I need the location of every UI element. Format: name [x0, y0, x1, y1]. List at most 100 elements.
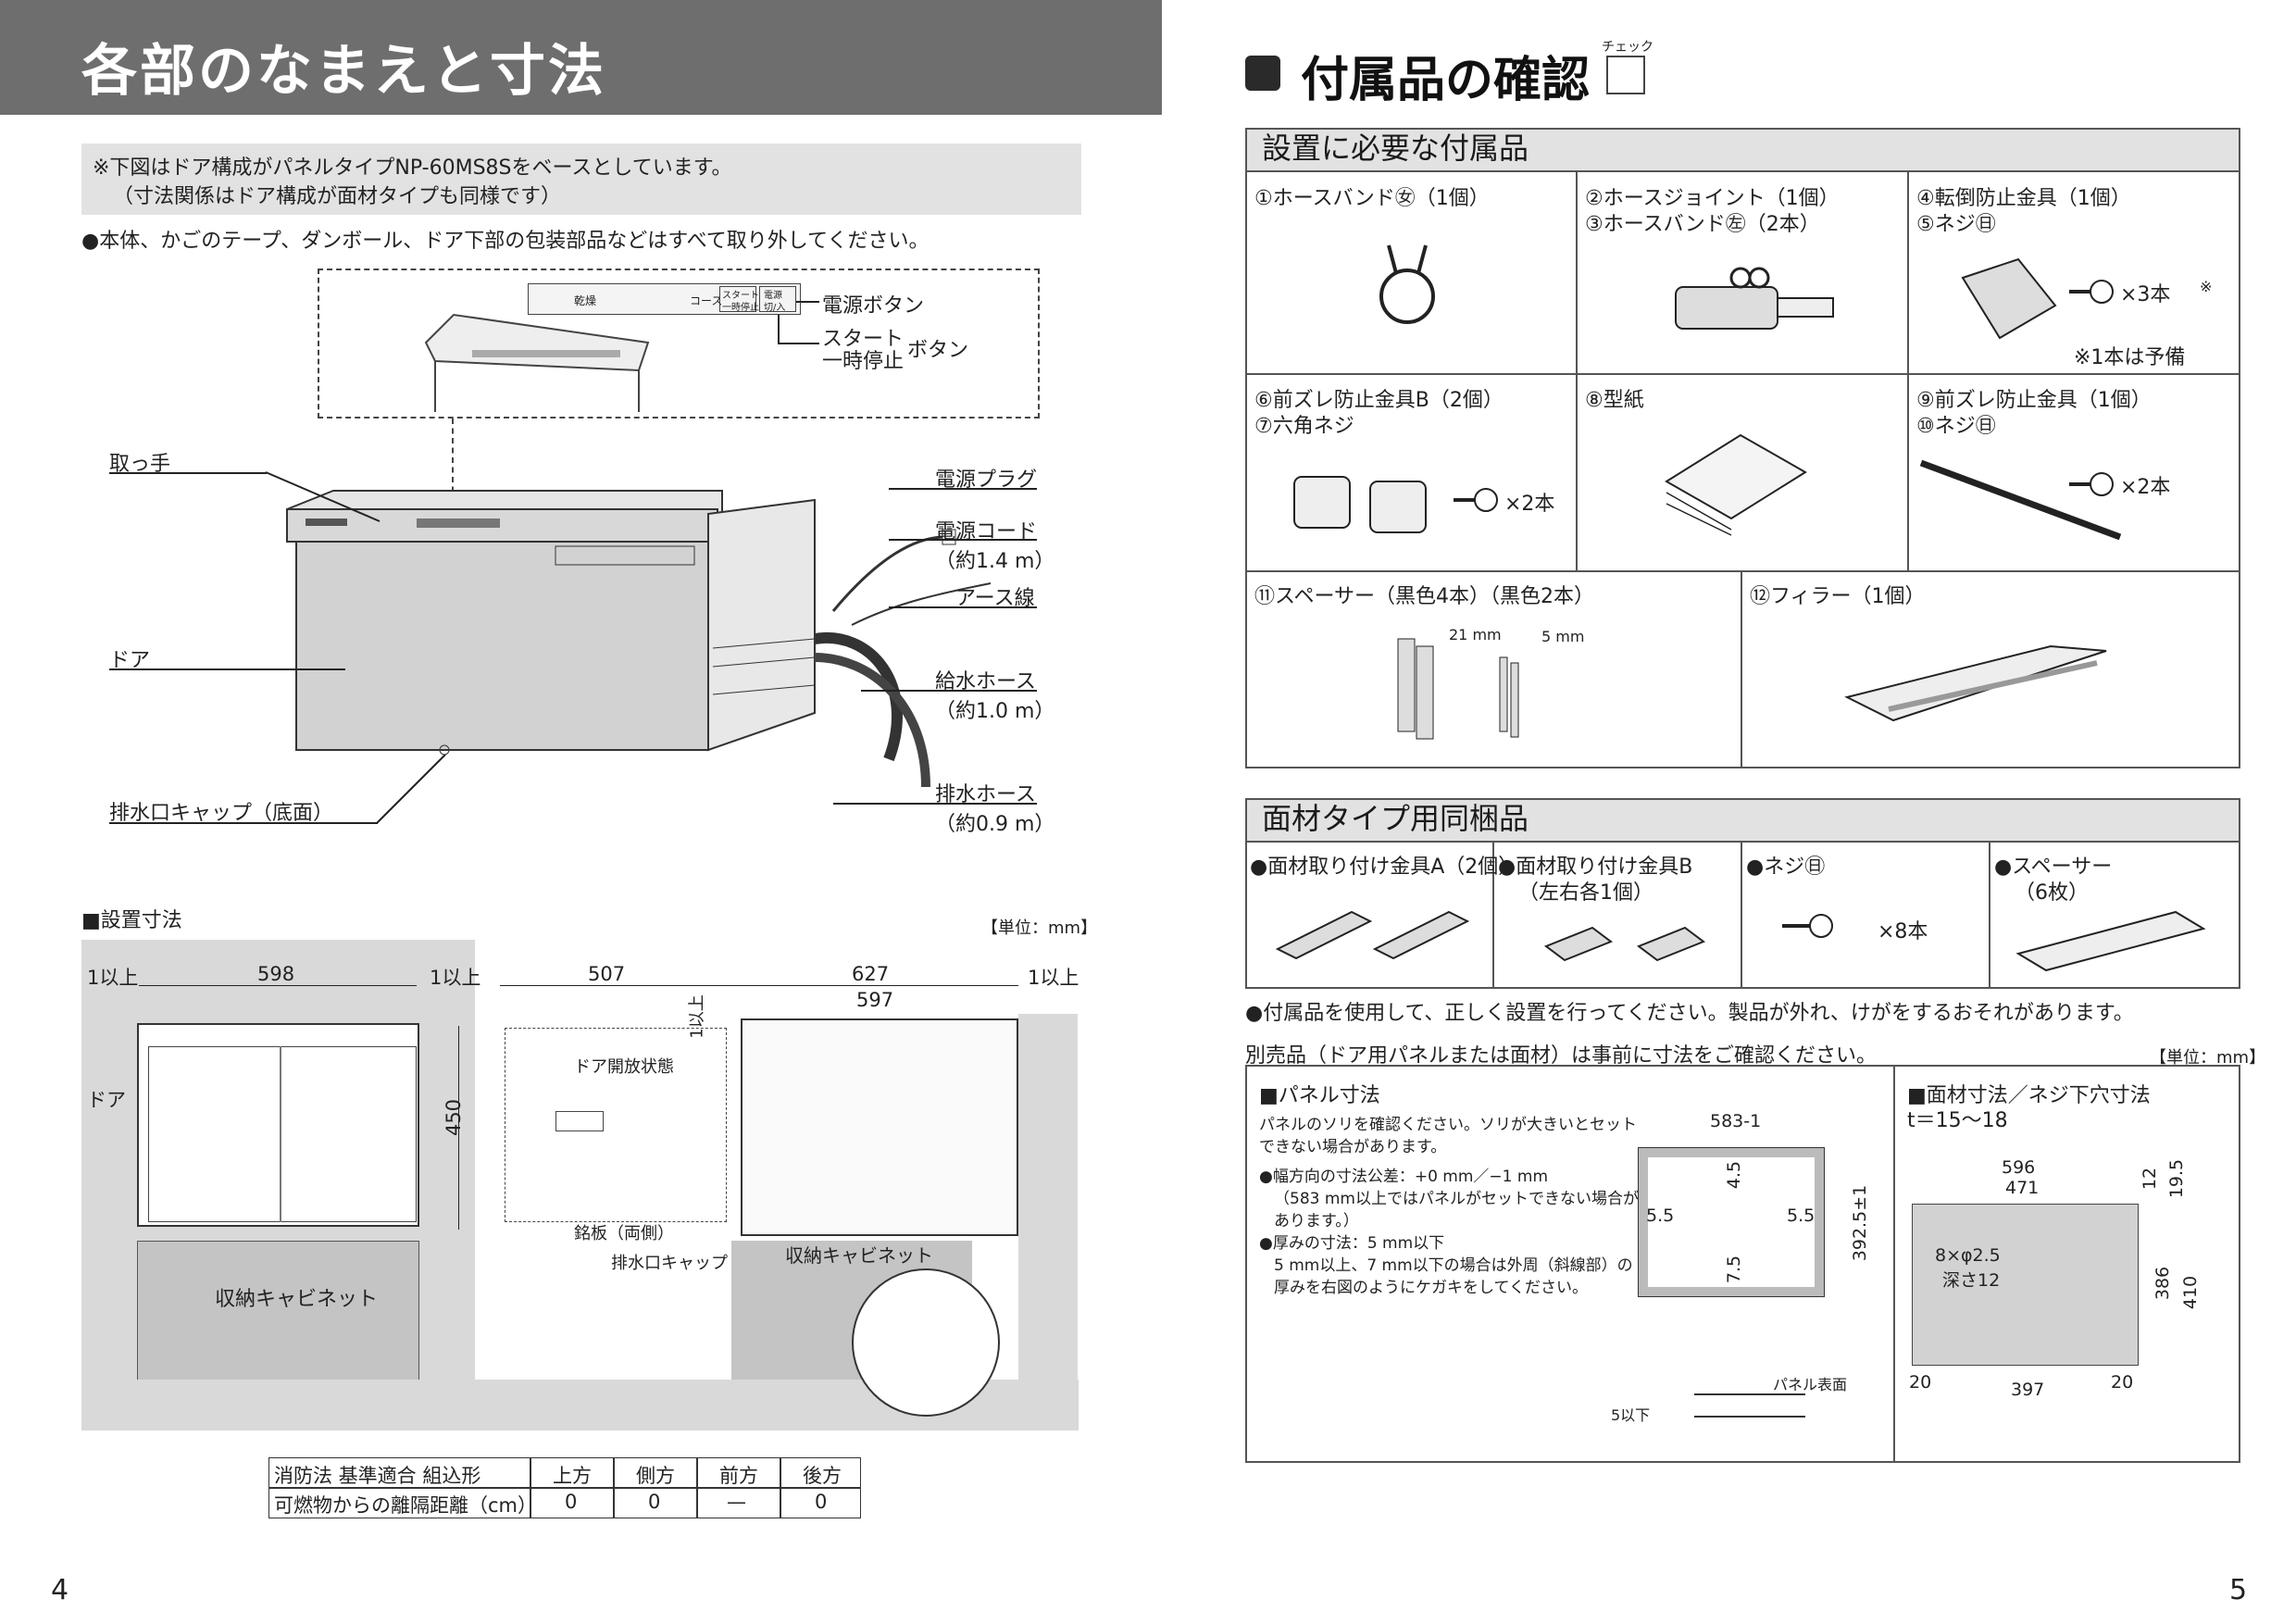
- panel-note-1: パネルのソリを確認ください。ソリが大きいとセット: [1259, 1116, 1637, 1134]
- label-supply-length: （約1.0 m）: [935, 700, 1055, 723]
- acc-vline-2: [1907, 170, 1909, 572]
- label-drain-hose: 排水ホース: [935, 783, 1036, 806]
- leader-drain-cap: [109, 822, 378, 824]
- acc-screw-5: ⑤ネジ㊐: [1916, 213, 1996, 236]
- label-drain-length: （約0.9 m）: [935, 813, 1055, 836]
- detail-connector: [452, 418, 454, 502]
- fire-table-hline: [268, 1487, 861, 1489]
- fire-value-rear: 0: [815, 1491, 828, 1513]
- acc-front-bracket: ⑨前ズレ防止金具（1個）: [1916, 389, 2152, 412]
- front-bracket-b-icon: [1293, 476, 1427, 533]
- label-start-2: 一時停止: [822, 350, 905, 373]
- front-view-door-panel: [148, 1046, 417, 1222]
- acc-spare-note: ※1本は予備: [2074, 346, 2186, 369]
- acc-spacer: ⑪スペーサー（黒色4本）（黒色2本）: [1254, 585, 1595, 608]
- screw-10-icon: [2069, 472, 2114, 496]
- leader-cord: [889, 539, 1037, 541]
- dishwasher-illustration: [286, 490, 992, 788]
- install-heading: ■設置寸法: [81, 909, 182, 932]
- label-door: ドア: [109, 649, 151, 672]
- acc-hex-screw-qty: ×2本: [1504, 493, 1555, 516]
- power-button[interactable]: [759, 286, 796, 312]
- dim-1-right: 1以上: [430, 967, 481, 989]
- bullet-remove-packaging: ●本体、かごのテープ、ダンボール、ドア下部の包装部品などはすべて取り外してくださ…: [81, 230, 930, 253]
- label-power-plug: 電源プラグ: [935, 468, 1038, 492]
- fire-value-front: —: [727, 1491, 746, 1513]
- leader-drain: [833, 803, 1037, 805]
- note-line-2: （寸法関係はドア構成が面材タイプも同様です）: [113, 185, 562, 208]
- mat-bracket-b: ●面材取り付け金具B: [1498, 856, 1693, 879]
- checkbox-icon[interactable]: [1606, 56, 1645, 94]
- fire-table-title: 消防法 基準適合 組込形: [274, 1465, 481, 1487]
- panel-thickness-sketch: [1694, 1393, 1805, 1418]
- acc-screw-5-qty: ×3本: [2120, 283, 2171, 306]
- fire-table-v2: [613, 1457, 615, 1518]
- mat-holes: 8×φ2.5: [1935, 1245, 2001, 1266]
- acc-hose-band-small: ①ホースバンド㊛（1個）: [1254, 187, 1490, 210]
- mat-dim-20-right: 20: [2111, 1372, 2134, 1393]
- panel-dim-5-5-right: 5.5: [1787, 1206, 1816, 1226]
- filler-icon: [1844, 644, 2107, 722]
- install-unit: 【単位：mm】: [981, 918, 1098, 938]
- hose-detail-circle: [852, 1268, 1000, 1417]
- fire-header-front: 前方: [719, 1465, 758, 1487]
- mat-dim-410: 410: [2180, 1275, 2202, 1310]
- acc-front-bracket-b: ⑥前ズレ防止金具B（2個）: [1254, 389, 1504, 412]
- dim-507: 507: [588, 963, 626, 985]
- start-button[interactable]: [719, 286, 756, 312]
- panel-note-6: ●厚みの寸法：5 mm以下: [1259, 1234, 1445, 1253]
- panel-note-2: できない場合があります。: [1259, 1138, 1447, 1156]
- door-open-label: ドア開放状態: [574, 1057, 674, 1077]
- acc-vline-3: [1741, 570, 1742, 768]
- mat-spacer-icon: [2015, 910, 2206, 972]
- fire-table-v3: [696, 1457, 698, 1518]
- mat-vline-1: [1492, 841, 1494, 989]
- side-drain-cap-label: 排水口キャップ: [611, 1254, 728, 1273]
- material-acc-heading: 面材タイプ用同梱品: [1245, 798, 2240, 843]
- dim-line-450: [458, 1026, 459, 1230]
- mat-dim-386: 386: [2152, 1266, 2174, 1301]
- side-view-body: [741, 1018, 1018, 1236]
- page-title-left: 各部のなまえと寸法: [81, 39, 606, 104]
- warning-text: ●付属品を使用して、正しく設置を行ってください。製品が外れ、けがをするおそれがあ…: [1245, 1002, 2134, 1025]
- panel-dry-label: 乾燥: [574, 294, 597, 307]
- right-unit: 【単位：mm】: [2150, 1048, 2266, 1068]
- panel-under-5-label: 5以下: [1611, 1406, 1651, 1424]
- install-acc-heading: 設置に必要な付属品: [1245, 128, 2240, 172]
- leader-start-h: [778, 343, 819, 344]
- acc-hline-1: [1245, 373, 2240, 375]
- mat-spacer: ●スペーサー: [1994, 856, 2113, 879]
- acc-screw-10: ⑩ネジ㊐: [1916, 415, 1996, 438]
- hose-band-icon: [1379, 244, 1435, 324]
- front-bracket-icon: [1919, 459, 2122, 541]
- tip-bracket-icon: [1961, 257, 2057, 340]
- mat-vline-2: [1741, 841, 1742, 989]
- acc-hline-2: [1245, 570, 2240, 572]
- fire-table-v1: [530, 1457, 531, 1518]
- dim-450: 450: [443, 1098, 466, 1137]
- mat-screw: ●ネジ㊐: [1746, 856, 1826, 879]
- front-door-label: ドア: [87, 1089, 126, 1111]
- dim-line-598: [139, 985, 417, 986]
- dims-divider: [1893, 1065, 1895, 1463]
- label-power-button: 電源ボタン: [822, 294, 925, 318]
- spacer-width-21: 21 mm: [1449, 626, 1502, 643]
- panel-dim-392-5: 392.5±1: [1850, 1184, 1871, 1262]
- nameplate-label: 銘板（両側）: [574, 1224, 674, 1243]
- mat-dim-471: 471: [2005, 1178, 2040, 1198]
- dim-627: 627: [852, 963, 890, 985]
- panel-course-label: コース: [690, 294, 723, 307]
- material-thickness: t＝15〜18: [1907, 1109, 2008, 1132]
- acc-vline-1: [1576, 170, 1578, 572]
- leader-handle: [109, 472, 267, 474]
- label-start-1: スタート: [822, 328, 905, 351]
- leader-supply: [861, 690, 1037, 692]
- mat-vline-3: [1989, 841, 1990, 989]
- material-dims-heading: ■面材寸法／ネジ下穴寸法: [1907, 1084, 2151, 1107]
- mat-screw-icon: [1782, 914, 1833, 938]
- mat-bracket-b-qty: （左右各1個）: [1518, 881, 1653, 905]
- acc-tip-bracket: ④転倒防止金具（1個）: [1916, 187, 2131, 210]
- panel-start-label-2: 一時停止: [722, 303, 759, 313]
- label-earth-wire: アース線: [955, 587, 1035, 610]
- fire-value-side: 0: [648, 1491, 661, 1513]
